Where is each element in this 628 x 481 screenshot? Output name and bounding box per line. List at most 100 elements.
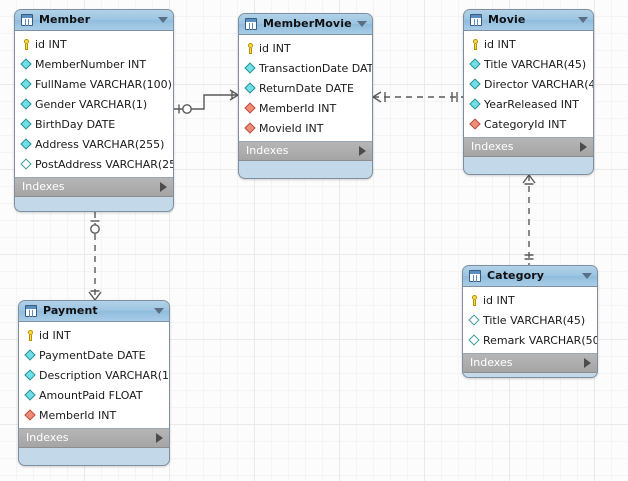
chevron-down-icon[interactable] xyxy=(154,308,164,314)
diamond-fk-icon xyxy=(244,102,257,115)
column-row[interactable]: Title VARCHAR(45) xyxy=(464,54,593,74)
indexes-section-movie[interactable]: Indexes xyxy=(464,138,593,157)
column-label: id INT xyxy=(35,37,67,51)
table-title: Category xyxy=(487,269,545,282)
table-footer xyxy=(15,197,173,207)
key-icon xyxy=(20,38,33,51)
column-row[interactable]: id INT xyxy=(463,290,597,310)
column-row[interactable]: id INT xyxy=(464,34,593,54)
indexes-label: Indexes xyxy=(470,356,513,369)
diamond-fk-icon xyxy=(244,122,257,135)
column-label: PaymentDate DATE xyxy=(39,348,146,362)
column-row[interactable]: PaymentDate DATE xyxy=(19,345,169,365)
indexes-section-payment[interactable]: Indexes xyxy=(19,429,169,448)
relationship-member-membermovie[interactable] xyxy=(174,89,239,114)
column-row[interactable]: Director VARCHAR(45) xyxy=(464,74,593,94)
column-label: Title VARCHAR(45) xyxy=(484,57,587,71)
column-list-category: id INT Title VARCHAR(45) Remark VARCHAR(50… xyxy=(463,287,597,354)
chevron-down-icon[interactable] xyxy=(357,21,367,27)
column-row[interactable]: MemberNumber INT xyxy=(15,54,173,74)
column-row[interactable]: Gender VARCHAR(1) xyxy=(15,94,173,114)
column-row[interactable]: FullName VARCHAR(100) xyxy=(15,74,173,94)
column-list-membermovie: id INT TransactionDate DATE ReturnDate DAT… xyxy=(239,35,372,142)
column-row[interactable]: ReturnDate DATE xyxy=(239,78,372,98)
column-label: ReturnDate DATE xyxy=(259,81,354,95)
chevron-down-icon[interactable] xyxy=(578,17,588,23)
table-icon xyxy=(21,14,33,26)
triangle-right-icon[interactable] xyxy=(359,146,366,156)
column-label: MemberId INT xyxy=(39,408,117,422)
triangle-right-icon[interactable] xyxy=(580,142,587,152)
diamond-icon xyxy=(20,58,33,71)
table-title: MemberMovie xyxy=(263,17,352,30)
column-label: YearReleased INT xyxy=(484,97,579,111)
column-label: id INT xyxy=(484,37,516,51)
column-row[interactable]: CategoryId INT xyxy=(464,114,593,134)
diamond-icon xyxy=(469,78,482,91)
indexes-label: Indexes xyxy=(22,180,65,193)
column-row[interactable]: MemberId INT xyxy=(19,405,169,425)
column-label: MemberId INT xyxy=(259,101,337,115)
table-header-movie[interactable]: Movie xyxy=(464,10,593,31)
column-row[interactable]: id INT xyxy=(239,38,372,58)
indexes-section-member[interactable]: Indexes xyxy=(15,178,173,197)
table-icon xyxy=(245,18,257,30)
column-row[interactable]: MovieId INT xyxy=(239,118,372,138)
column-row[interactable]: id INT xyxy=(19,325,169,345)
column-list-movie: id INT Title VARCHAR(45) Director VARCHAR(… xyxy=(464,31,593,138)
column-label: MemberNumber INT xyxy=(35,57,147,71)
column-row[interactable]: Title VARCHAR(45) xyxy=(463,310,597,330)
triangle-right-icon[interactable] xyxy=(160,182,167,192)
column-label: id INT xyxy=(39,328,71,342)
table-membermovie[interactable]: MemberMovie id INT TransactionDate DATE Ret… xyxy=(238,13,373,179)
indexes-label: Indexes xyxy=(471,140,514,153)
diamond-icon xyxy=(20,118,33,131)
column-row[interactable]: MemberId INT xyxy=(239,98,372,118)
column-row[interactable]: id INT xyxy=(15,34,173,54)
column-label: CategoryId INT xyxy=(484,117,567,131)
column-row[interactable]: Description VARCHAR(100) xyxy=(19,365,169,385)
chevron-down-icon[interactable] xyxy=(158,17,168,23)
table-header-membermovie[interactable]: MemberMovie xyxy=(239,14,372,35)
column-label: TransactionDate DATE xyxy=(259,61,373,75)
column-row[interactable]: AmountPaid FLOAT xyxy=(19,385,169,405)
indexes-section-category[interactable]: Indexes xyxy=(463,354,597,373)
triangle-right-icon[interactable] xyxy=(156,433,163,443)
relationship-movie-category[interactable] xyxy=(522,174,536,265)
column-row[interactable]: TransactionDate DATE xyxy=(239,58,372,78)
column-label: Description VARCHAR(100) xyxy=(39,368,169,382)
relationship-member-payment[interactable] xyxy=(88,212,102,301)
chevron-down-icon[interactable] xyxy=(582,273,592,279)
table-icon xyxy=(469,270,481,282)
column-row[interactable]: PostAddress VARCHAR(255) xyxy=(15,154,173,174)
column-label: Address VARCHAR(255) xyxy=(35,137,165,151)
diamond-icon xyxy=(20,78,33,91)
diamond-icon xyxy=(24,389,37,402)
table-movie[interactable]: Movie id INT Title VARCHAR(45) Director VAR… xyxy=(463,9,594,175)
column-row[interactable]: Remark VARCHAR(500) xyxy=(463,330,597,350)
table-member[interactable]: Member id INT MemberNumber INT FullName VAR… xyxy=(14,9,174,212)
diamond-icon xyxy=(24,349,37,362)
column-label: Title VARCHAR(45) xyxy=(483,313,586,327)
table-footer xyxy=(463,373,597,377)
table-header-member[interactable]: Member xyxy=(15,10,173,31)
indexes-section-membermovie[interactable]: Indexes xyxy=(239,142,372,161)
diamond-outline-icon xyxy=(20,158,33,171)
key-icon xyxy=(24,329,37,342)
table-header-payment[interactable]: Payment xyxy=(19,301,169,322)
column-list-payment: id INT PaymentDate DATE Description VARCHA… xyxy=(19,322,169,429)
table-header-category[interactable]: Category xyxy=(463,266,597,287)
column-row[interactable]: BirthDay DATE xyxy=(15,114,173,134)
column-row[interactable]: Address VARCHAR(255) xyxy=(15,134,173,154)
triangle-right-icon[interactable] xyxy=(584,358,591,368)
diamond-icon xyxy=(20,138,33,151)
table-title: Payment xyxy=(43,304,98,317)
diamond-fk-icon xyxy=(24,409,37,422)
column-row[interactable]: YearReleased INT xyxy=(464,94,593,114)
table-payment[interactable]: Payment id INT PaymentDate DATE Description… xyxy=(18,300,170,466)
table-icon xyxy=(470,14,482,26)
relationship-membermovie-movie[interactable] xyxy=(372,91,463,103)
table-category[interactable]: Category id INT Title VARCHAR(45) Remark VA… xyxy=(462,265,598,378)
column-label: id INT xyxy=(259,41,291,55)
